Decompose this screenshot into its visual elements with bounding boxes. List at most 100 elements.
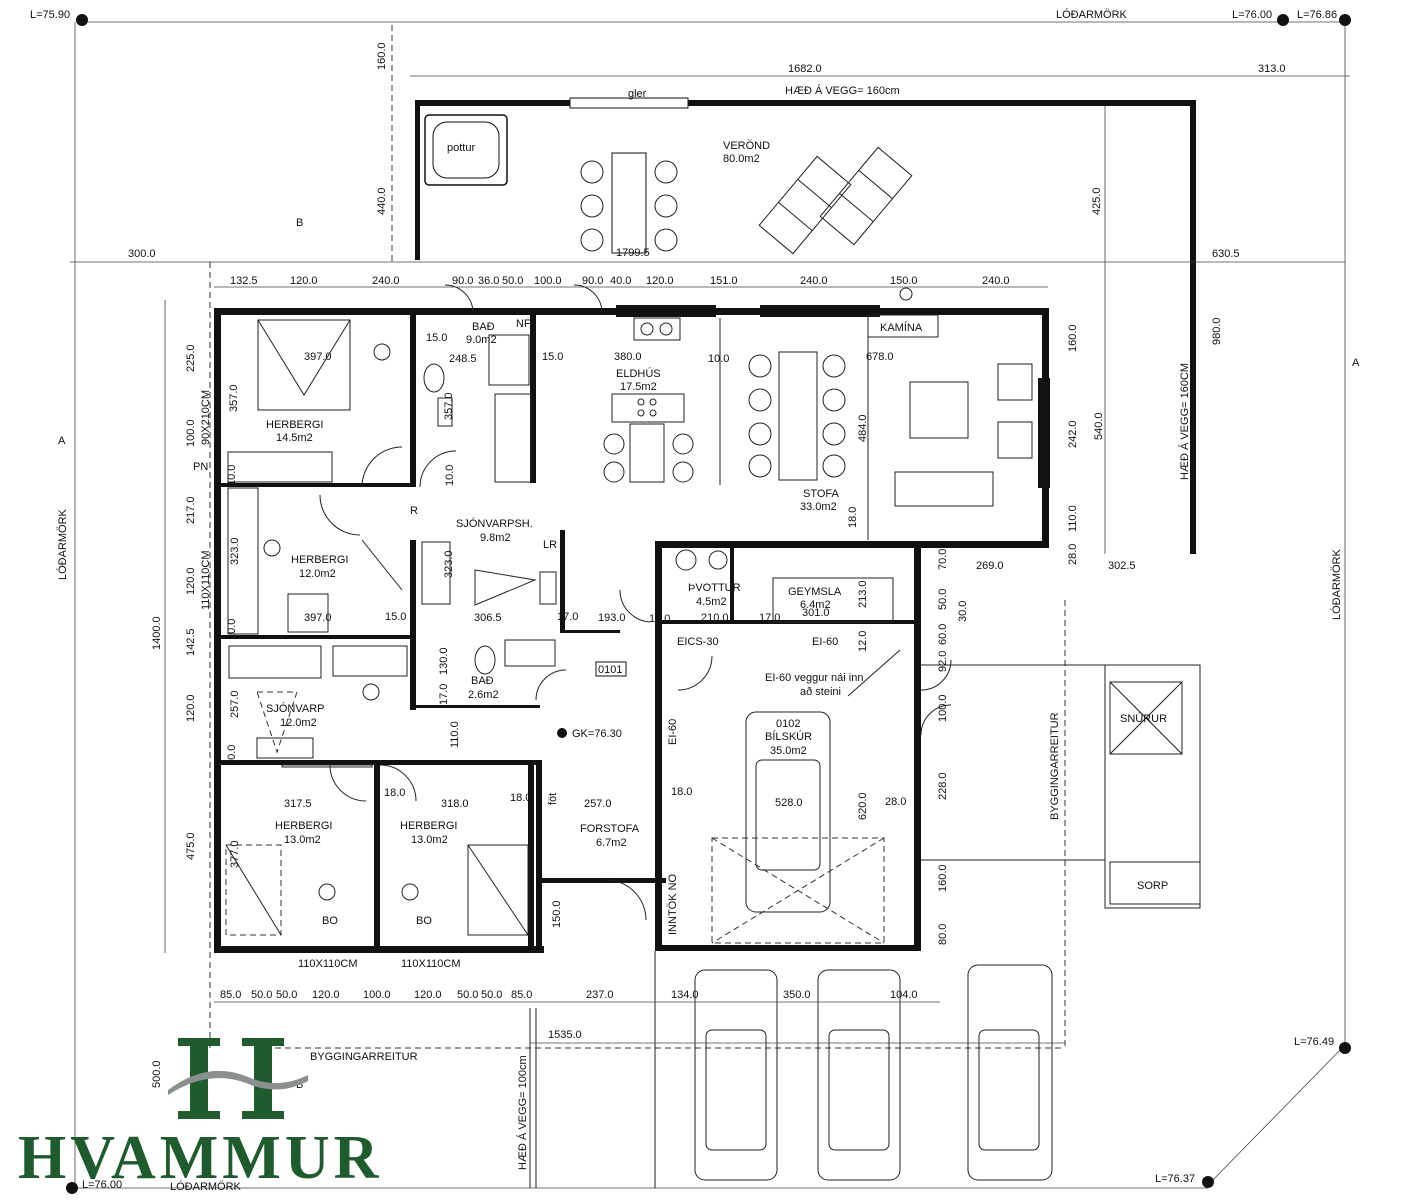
ei60-wall-note-2: að steini [800, 686, 841, 698]
svg-text:90.0: 90.0 [582, 275, 603, 287]
room-name-bad2: BAÐ [471, 675, 494, 687]
svg-text:120.0: 120.0 [312, 989, 340, 1001]
ei60-wall-note: EI-60 veggur nái inn [765, 672, 863, 684]
svg-text:15.0: 15.0 [385, 611, 406, 623]
svg-text:120.0: 120.0 [185, 567, 197, 595]
hot-tub [424, 114, 508, 186]
room-area-veronda: 80.0m2 [723, 153, 760, 165]
bo-marker-2: BO [416, 915, 432, 927]
unit-0102: 0102 [776, 718, 800, 730]
svg-text:210.0: 210.0 [701, 612, 729, 624]
dim-terrace-h2: 440.0 [376, 187, 388, 215]
svg-text:36.0: 36.0 [478, 275, 499, 287]
room-area-herbergi2: 12.0m2 [299, 568, 336, 580]
room-area-sjonvarpsh: 9.8m2 [480, 532, 511, 544]
svg-text:380.0: 380.0 [614, 351, 642, 363]
svg-text:100.0: 100.0 [937, 694, 949, 722]
unit-0101: 0101 [598, 664, 622, 676]
dim-left-total: 1400.0 [151, 616, 163, 650]
logo-wordmark: HVAMMUR [18, 1124, 383, 1192]
svg-text:92.0: 92.0 [937, 651, 949, 672]
room-name-geymsla: GEYMSLA [788, 586, 842, 598]
boundary-label-bottom: LÓÐARMÖRK [170, 1180, 242, 1193]
svg-text:85.0: 85.0 [220, 989, 241, 1001]
svg-text:100.0: 100.0 [185, 419, 197, 447]
r-marker: R [410, 505, 418, 517]
svg-text:85.0: 85.0 [511, 989, 532, 1001]
elev-top-right-b: L=76.86 [1297, 9, 1337, 21]
building-area [209, 25, 1066, 1049]
dim-inner: 397.0 357.0 15.0 248.5 357.0 15.0 380.0 … [226, 332, 906, 928]
dim-terrace-h1: 160.0 [376, 42, 388, 70]
svg-text:90.0: 90.0 [452, 275, 473, 287]
window-label-w1: 90X210CM [200, 390, 212, 445]
svg-text:132.5: 132.5 [230, 275, 258, 287]
svg-text:120.0: 120.0 [414, 989, 442, 1001]
room-area-herbergi1: 14.5m2 [276, 432, 313, 444]
svg-text:397.0: 397.0 [304, 612, 332, 624]
house-walls [214, 305, 1050, 953]
room-area-stofa: 33.0m2 [800, 501, 837, 513]
glass-label: gler [628, 88, 647, 100]
section-mark-a-right: A [1352, 357, 1360, 369]
svg-text:306.5: 306.5 [474, 612, 502, 624]
svg-text:475.0: 475.0 [185, 832, 197, 860]
svg-text:317.5: 317.5 [284, 798, 312, 810]
svg-text:70.0: 70.0 [937, 549, 949, 570]
svg-text:357.0: 357.0 [228, 384, 240, 412]
svg-text:528.0: 528.0 [775, 797, 803, 809]
site-boundary [66, 14, 1351, 1194]
room-area-forstofa: 6.7m2 [596, 837, 627, 849]
dim-right-offset: 630.5 [1212, 248, 1240, 260]
room-area-geymsla: 6.4m2 [800, 599, 831, 611]
room-name-bad1: BAÐ [472, 321, 495, 333]
svg-text:10.0: 10.0 [708, 353, 729, 365]
svg-text:100.0: 100.0 [363, 989, 391, 1001]
room-area-eldhus: 17.5m2 [620, 381, 657, 393]
dim-left-offset: 300.0 [128, 248, 156, 260]
svg-text:18.0: 18.0 [847, 507, 859, 528]
room-name-herbergi3: HERBERGI [275, 820, 332, 832]
svg-text:540.0: 540.0 [1093, 412, 1105, 440]
svg-text:50.0: 50.0 [276, 989, 297, 1001]
svg-text:80.0: 80.0 [937, 924, 949, 945]
svg-text:10.0: 10.0 [444, 465, 456, 486]
room-area-bilskur: 35.0m2 [770, 745, 807, 757]
svg-text:15.0: 15.0 [542, 351, 563, 363]
room-name-herbergi1: HERBERGI [266, 419, 323, 431]
svg-text:28.0: 28.0 [1067, 544, 1079, 565]
boundary-marker-tl [76, 14, 88, 26]
svg-text:357.0: 357.0 [443, 392, 455, 420]
svg-text:100.0: 100.0 [534, 275, 562, 287]
boundary-marker-tr1 [1277, 14, 1289, 26]
svg-text:28.0: 28.0 [885, 796, 906, 808]
svg-text:323.0: 323.0 [229, 537, 241, 565]
svg-text:40.0: 40.0 [610, 275, 631, 287]
svg-text:213.0: 213.0 [857, 580, 869, 608]
room-name-veronda: VERÖND [723, 140, 770, 152]
room-name-sjonvarp: SJÓNVARP [266, 702, 324, 715]
dim-bottom-row: 85.0 50.0 50.0 120.0 100.0 120.0 50.0 50… [220, 989, 918, 1001]
fot-label: föt [547, 793, 559, 805]
eics30-label: EICS-30 [677, 636, 719, 648]
boundary-label-right: LÓÐARMÖRK [1330, 548, 1343, 620]
svg-text:134.0: 134.0 [671, 989, 699, 1001]
svg-text:17.0: 17.0 [759, 612, 780, 624]
svg-text:318.0: 318.0 [441, 798, 469, 810]
dim-terrace-width: 1682.0 [788, 63, 822, 75]
svg-text:50.0: 50.0 [251, 989, 272, 1001]
nf-marker: NF [516, 318, 531, 330]
svg-text:323.0: 323.0 [443, 550, 455, 578]
room-name-herbergi4: HERBERGI [400, 820, 457, 832]
hvammur-logo: HVAMMUR [18, 1035, 428, 1192]
svg-text:150.0: 150.0 [551, 900, 563, 928]
room-name-stofa: STOFA [803, 488, 840, 500]
svg-text:142.5: 142.5 [185, 628, 197, 656]
svg-text:257.0: 257.0 [229, 690, 241, 718]
svg-text:30.0: 30.0 [957, 601, 969, 622]
svg-text:50.0: 50.0 [481, 989, 502, 1001]
section-mark-b-top: B [296, 217, 303, 229]
room-name-pottur: pottur [447, 142, 475, 154]
room-area-thvottur: 4.5m2 [696, 596, 727, 608]
dim-bottom-left-v: 500.0 [151, 1060, 163, 1088]
